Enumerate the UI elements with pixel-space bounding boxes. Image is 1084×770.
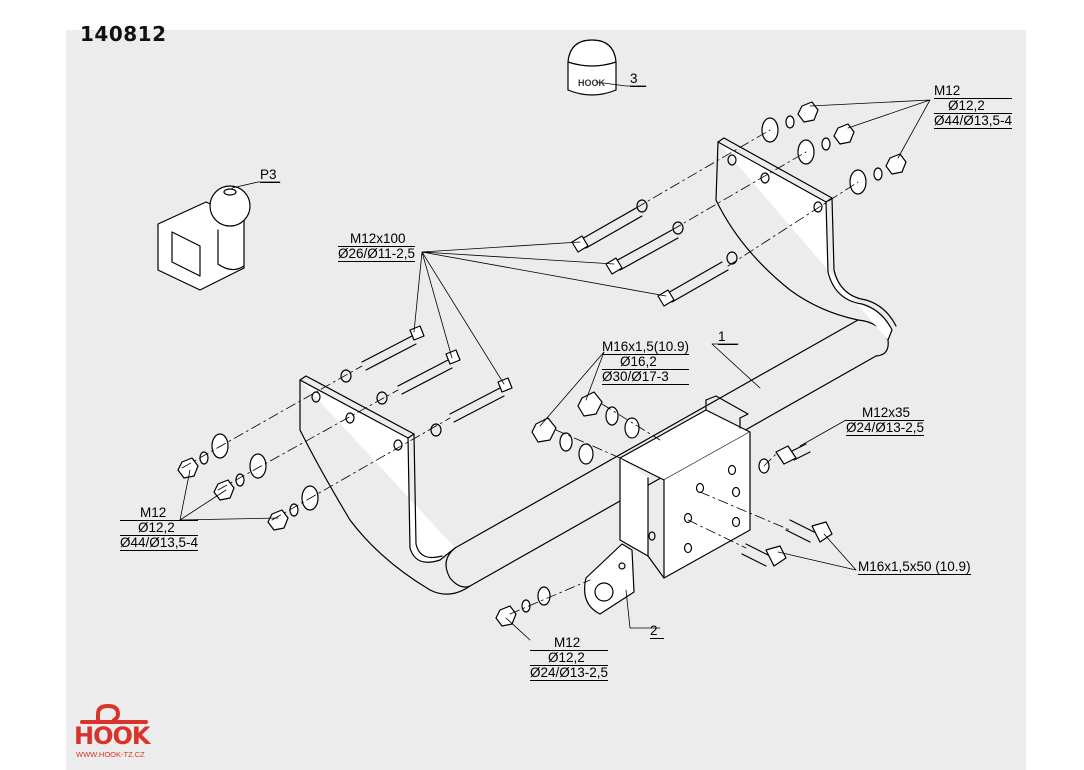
label-m12-top-line3: Ø44/Ø13,5-4: [934, 113, 1013, 129]
drawing-code: 140812: [80, 22, 167, 46]
label-m12x100-line2: Ø26/Ø11-2,5: [338, 246, 416, 262]
ball-cap: [567, 39, 617, 96]
bolts-left: [340, 325, 513, 437]
label-m12x100: M12x100 Ø26/Ø11-2,5: [338, 232, 416, 262]
hook-logo-mark: [80, 703, 148, 724]
label-m16-line1: M16x1,5(10.9): [602, 339, 690, 355]
drawing-panel: [66, 30, 1026, 770]
label-part-p3: P3: [260, 168, 280, 183]
label-m12-left-line1: M12: [120, 506, 199, 521]
label-m12-top-line2: Ø12,2: [934, 99, 1013, 114]
cap-logo-text: HOOK: [578, 78, 605, 88]
label-m12-left: M12 Ø12,2 Ø44/Ø13,5-4: [120, 506, 199, 551]
hardware-left: [177, 433, 319, 531]
label-m16-line3: Ø30/Ø17-3: [602, 370, 690, 385]
label-m12-top: M12 Ø12,2 Ø44/Ø13,5-4: [934, 84, 1013, 129]
center-lines: [181, 129, 859, 615]
bolts-m16x50: [741, 519, 833, 567]
tow-ball: [157, 185, 251, 291]
label-m16x50: M16x1,5x50 (10.9): [858, 559, 971, 575]
label-part-2: 2: [650, 624, 664, 639]
label-part-1: 1: [718, 330, 738, 345]
hardware-m16: [531, 391, 640, 465]
hook-logo-url: WWW.HOOK-TZ.CZ: [76, 750, 145, 759]
hardware-bottom: [495, 586, 551, 627]
label-m12x35-line2: Ø24/Ø13-2,5: [846, 420, 925, 436]
label-m12-top-line1: M12: [934, 84, 1013, 99]
socket-plate: [584, 543, 635, 615]
label-part-3: 3: [630, 72, 646, 87]
bolt-m12x35: [758, 443, 811, 474]
hook-logo: HOOK WWW.HOOK-TZ.CZ: [74, 700, 164, 764]
label-m16-line2: Ø16,2: [602, 355, 690, 370]
label-m12-bottom-line2: Ø12,2: [530, 651, 609, 666]
label-m16: M16x1,5(10.9) Ø16,2 Ø30/Ø17-3: [602, 339, 690, 385]
bolts-top: [571, 199, 738, 307]
leader-lines: [179, 81, 931, 641]
label-m12-left-line2: Ø12,2: [120, 521, 199, 536]
label-m12-bottom-line1: M12: [530, 636, 609, 651]
label-m12x100-line1: M12x100: [338, 232, 416, 247]
left-bracket: [299, 375, 471, 595]
label-m12x35: M12x35 Ø24/Ø13-2,5: [846, 406, 925, 436]
label-m12-bottom: M12 Ø12,2 Ø24/Ø13-2,5: [530, 636, 609, 681]
label-m12-left-line3: Ø44/Ø13,5-4: [120, 535, 199, 551]
right-bracket: [715, 137, 897, 341]
ball-mount-box: [619, 395, 751, 579]
hook-logo-word: HOOK: [74, 722, 150, 750]
label-m12-bottom-line3: Ø24/Ø13-2,5: [530, 665, 609, 681]
label-m12x35-line1: M12x35: [846, 406, 925, 421]
